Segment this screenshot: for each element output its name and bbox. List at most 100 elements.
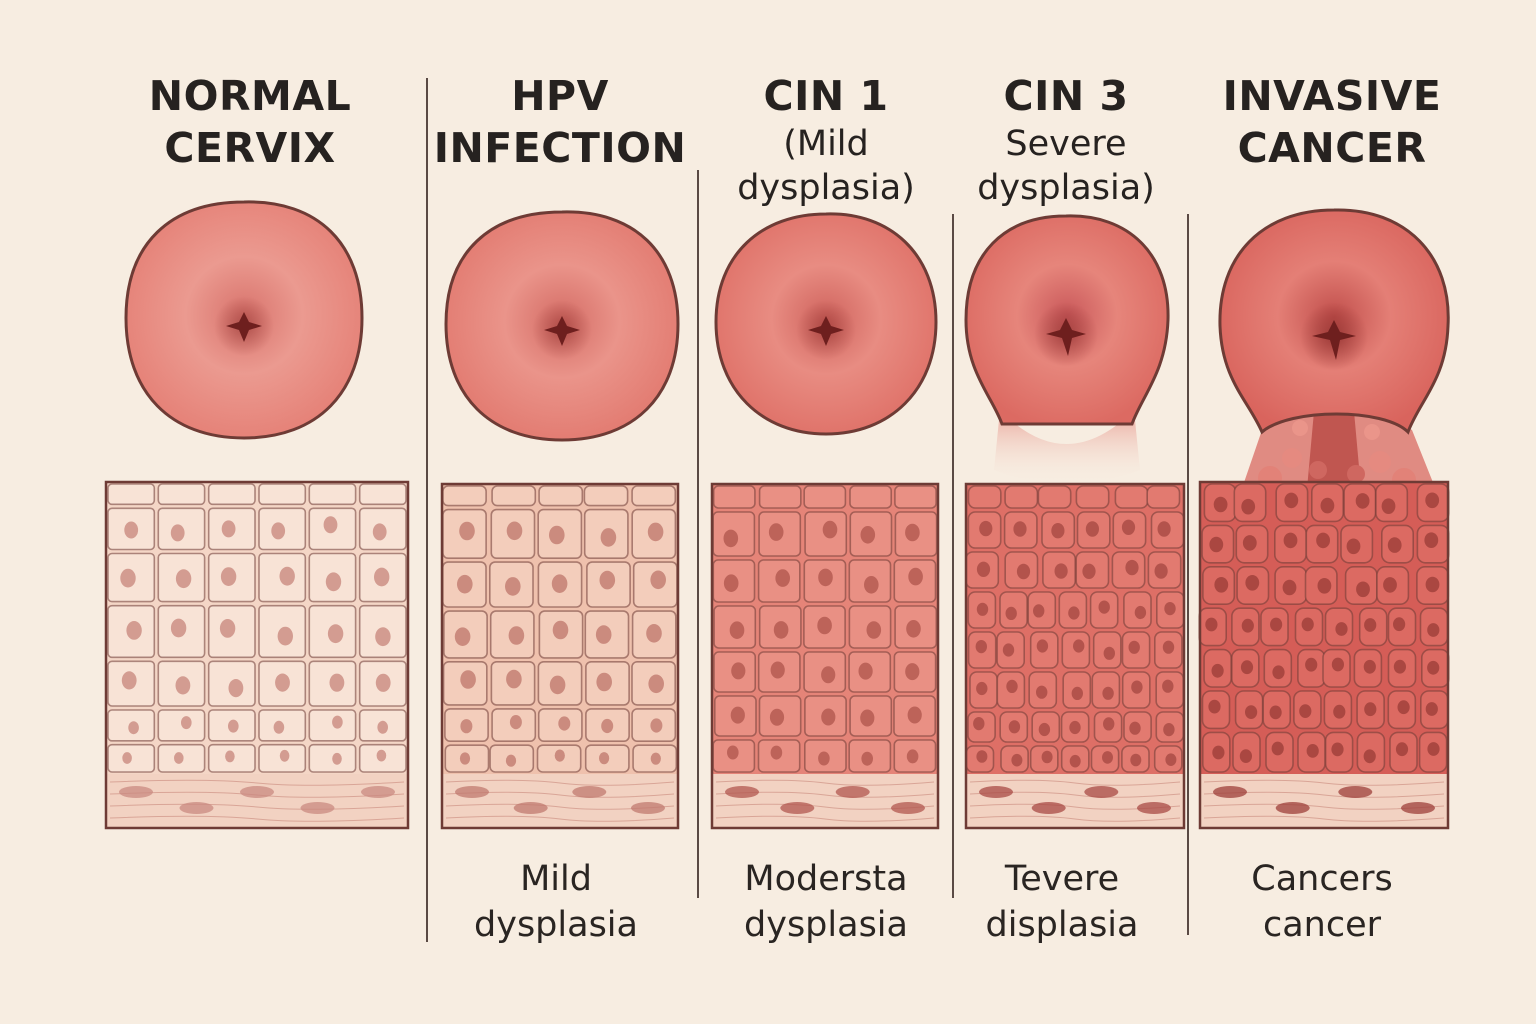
cell [849,485,893,509]
nucleus [1005,606,1017,621]
tissue-outline [104,480,410,830]
stroma-nucleus [835,786,870,798]
nucleus [460,670,476,689]
nucleus [860,709,875,727]
nucleus [508,626,525,645]
cell [107,483,156,506]
tissue-outline [964,482,1186,830]
stroma-nucleus [1084,786,1119,798]
cell [258,483,307,506]
nucleus [1245,705,1258,719]
stroma-nucleus [1137,802,1171,814]
nucleus [271,522,286,540]
title-line: NORMAL [148,72,352,120]
nucleus [1071,686,1084,701]
stroma-nucleus [1338,786,1373,798]
nucleus [723,574,739,592]
nucleus [376,749,387,762]
nucleus [181,716,192,730]
stroma-nucleus [1213,786,1247,798]
nucleus [1397,700,1410,715]
nucleus [1125,559,1139,576]
nucleus [1306,744,1319,758]
nucleus [1085,521,1099,537]
nucleus [979,520,993,537]
nucleus [459,521,475,541]
nucleus [273,720,285,734]
nucleus [332,715,343,729]
nucleus [175,676,191,695]
nucleus [1301,617,1314,632]
nucleus [1383,577,1397,593]
caption-hpv: Mild dysplasia [436,856,676,948]
caption-line: Mild [520,859,592,899]
stroma-nucleus [780,802,815,814]
tissue-block-2 [440,482,680,830]
tissue-block-5 [1198,480,1450,830]
cell [758,485,802,509]
nucleus [818,568,833,587]
nucleus [505,754,517,767]
nucleus [220,567,237,586]
nucleus [1051,523,1065,539]
nucleus [1333,704,1346,719]
stroma-nucleus [725,786,759,798]
title-line: INFECTION [433,124,687,172]
nucleus [279,566,295,586]
nucleus [329,673,345,692]
nucleus [121,671,137,690]
cell [308,483,357,506]
nucleus [976,750,988,763]
nucleus [976,602,989,616]
nucleus [976,681,988,696]
nucleus [858,662,873,680]
nucleus [1305,657,1318,672]
stroma-fiber [969,779,1181,786]
nucleus [1393,659,1406,674]
nucleus [1356,581,1370,598]
nucleus [599,752,610,765]
cell [207,483,256,506]
nucleus [1241,618,1254,633]
epithelium [106,482,408,774]
nucleus [1163,723,1175,737]
title-invasive-cancer: INVASIVE CANCER [1196,70,1468,174]
nucleus [126,621,142,640]
nucleus [907,706,922,724]
nucleus [505,577,521,596]
nucleus [769,708,785,726]
nucleus [770,745,783,760]
nucleus [1331,742,1344,757]
stroma-nucleus [240,786,274,798]
cell [1114,485,1149,509]
cell [894,485,937,509]
nucleus [773,621,789,639]
title-line: HPV [511,72,609,120]
nucleus [595,625,612,644]
stroma-nucleus [455,786,489,798]
stroma-nucleus [1031,802,1066,814]
tissue-block-1 [104,480,410,830]
nucleus [1162,679,1174,693]
subtitle-line: (Mild [783,124,869,164]
nucleus [174,752,184,764]
nucleus [648,674,664,694]
nucleus [1205,617,1218,632]
tissue-blocks [104,480,1450,830]
nucleus [457,574,473,594]
cin3-spread [994,410,1140,484]
subtitle-line: dysplasia) [977,168,1155,208]
stroma-fiber [109,779,405,786]
nucleus [1245,575,1260,591]
nucleus [1381,498,1396,514]
nucleus [170,524,185,542]
cell [308,709,357,742]
nucleus [650,570,666,590]
nucleus [325,572,342,592]
nucleus [1427,660,1440,675]
stroma-nucleus [891,802,925,814]
nucleus [1271,741,1284,756]
nucleus [551,574,568,593]
